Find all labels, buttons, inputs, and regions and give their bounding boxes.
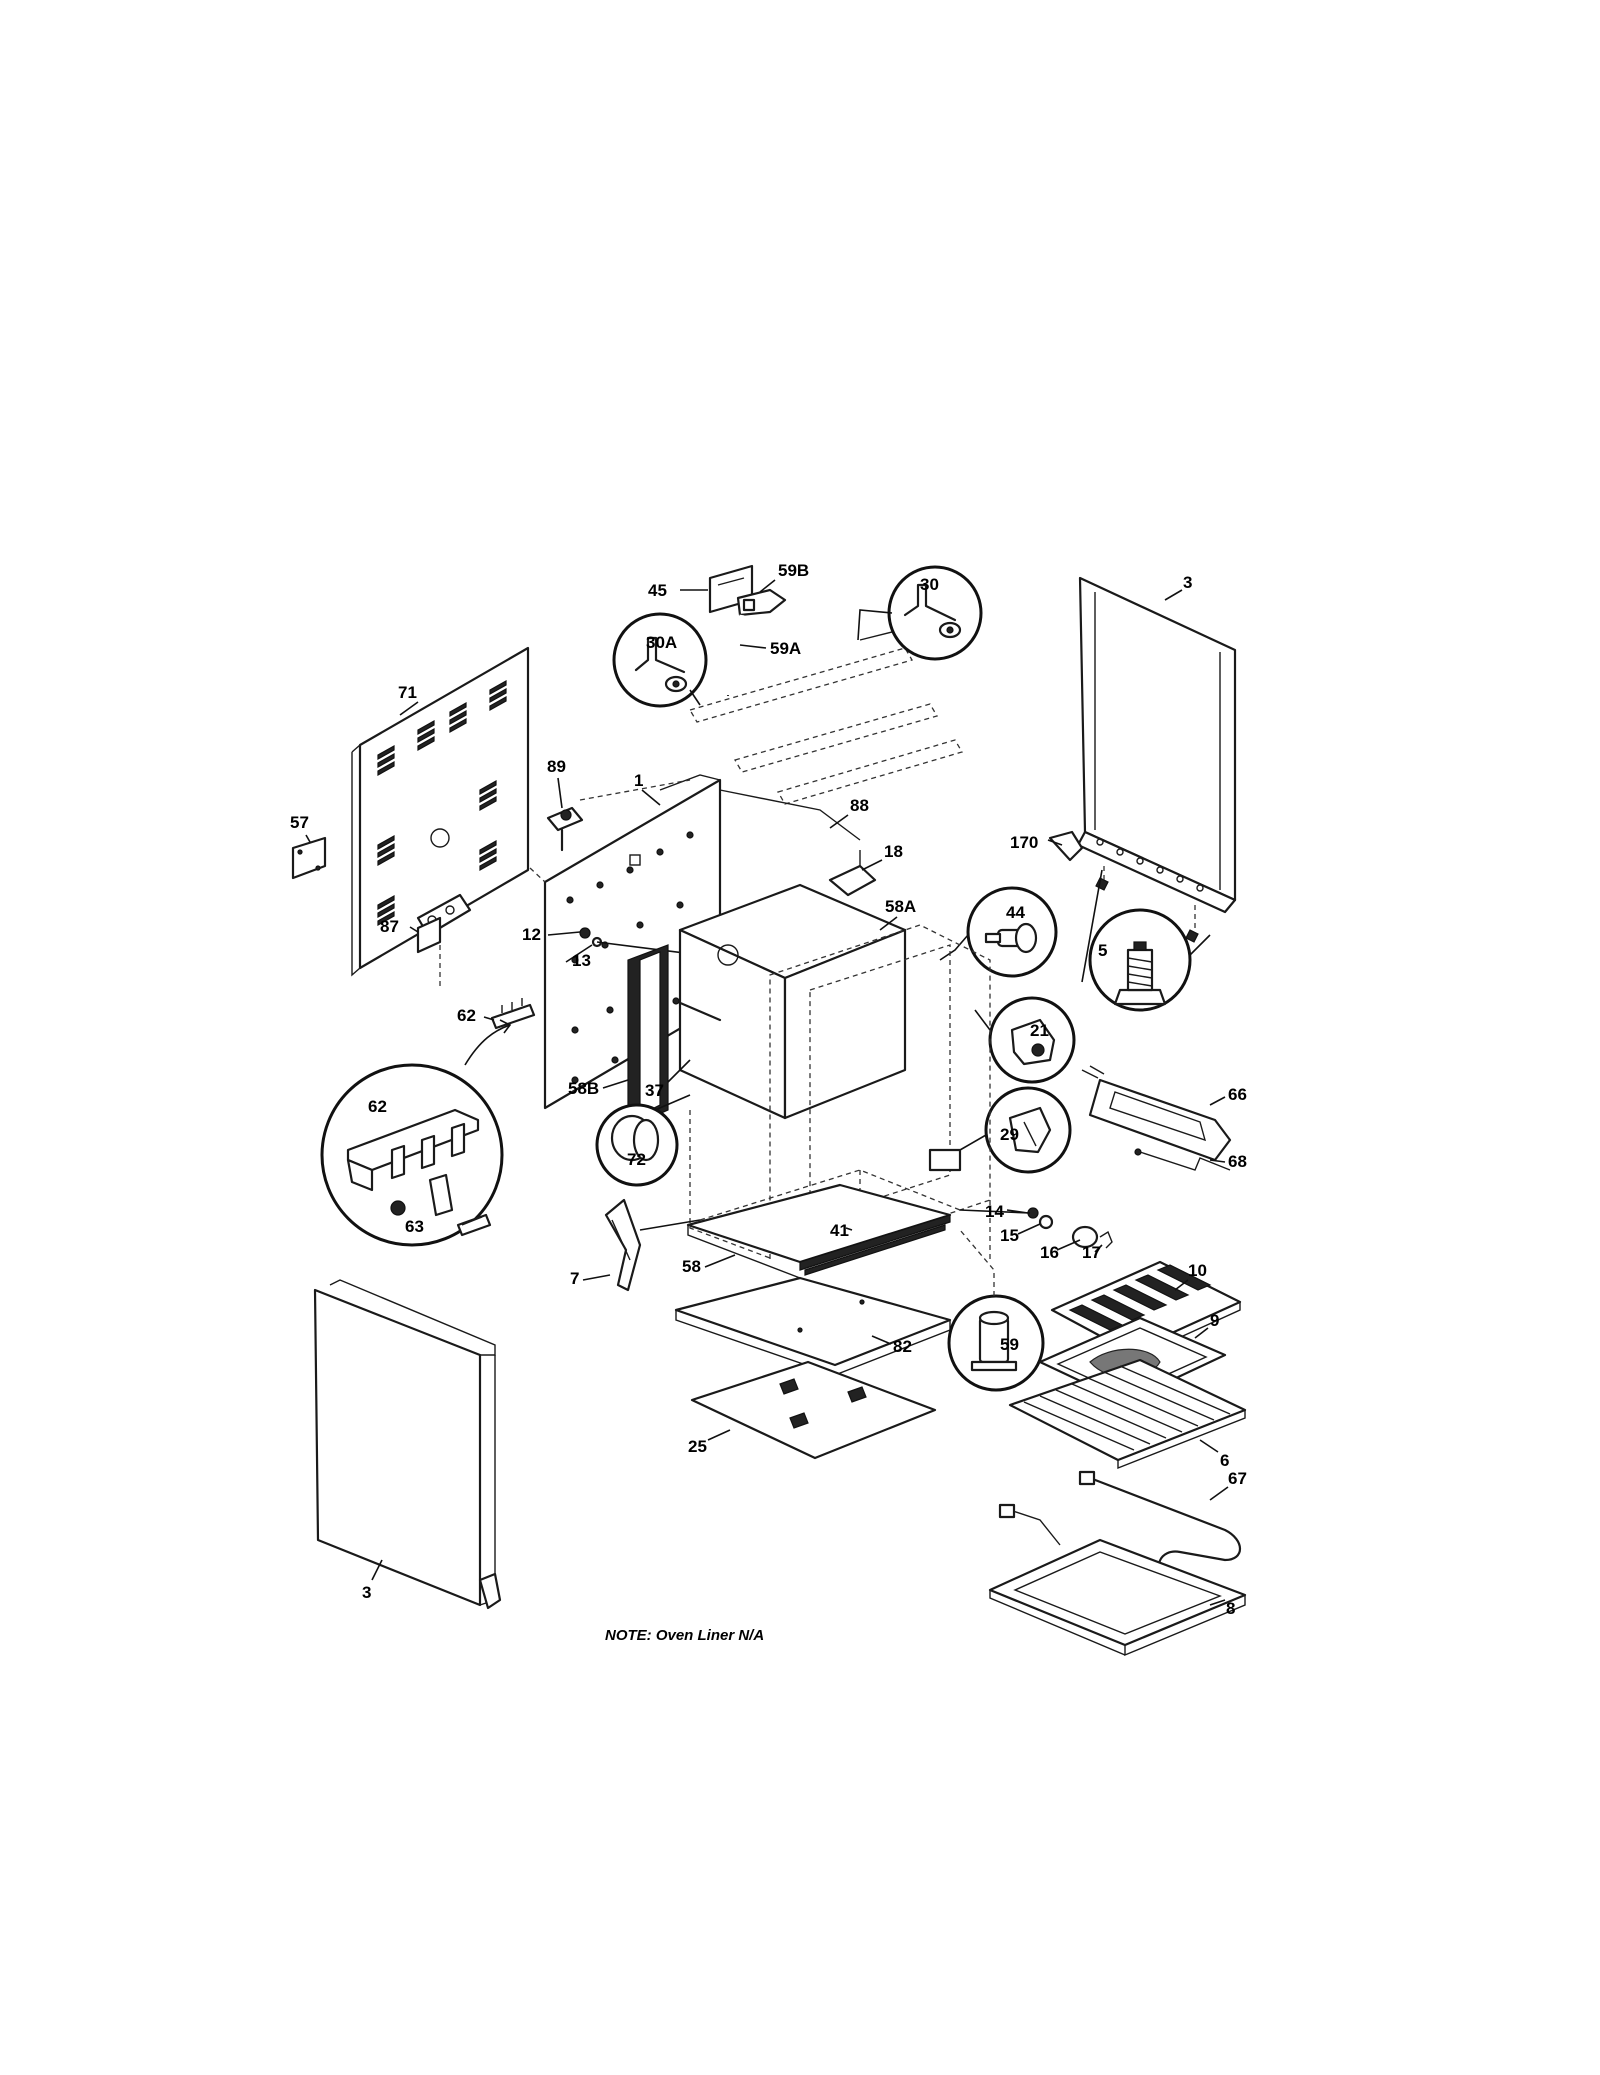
label-59B: 59B — [778, 561, 809, 580]
label-71: 71 — [398, 683, 417, 702]
label-88: 88 — [850, 796, 869, 815]
label-41: 41 — [830, 1221, 849, 1240]
part-58-base — [686, 1183, 952, 1279]
label-44: 44 — [1006, 903, 1025, 922]
label-16: 16 — [1040, 1243, 1059, 1262]
label-58A: 58A — [885, 897, 916, 916]
label-15: 15 — [1000, 1226, 1019, 1245]
label-58B: 58B — [568, 1079, 599, 1098]
label-59: 59 — [1000, 1335, 1019, 1354]
label-29: 29 — [1000, 1125, 1019, 1144]
label-21: 21 — [1030, 1021, 1049, 1040]
callout-44 — [939, 886, 1058, 978]
label-9: 9 — [1210, 1311, 1219, 1330]
part-87-bracket — [416, 916, 442, 990]
label-68: 68 — [1228, 1152, 1247, 1171]
label-13: 13 — [572, 951, 591, 970]
label-14: 14 — [985, 1202, 1004, 1221]
part-3-side-panel-right — [1076, 576, 1237, 914]
label-12: 12 — [522, 925, 541, 944]
label-10: 10 — [1188, 1261, 1207, 1280]
part-68-wire — [1134, 1148, 1231, 1171]
label-72: 72 — [627, 1150, 646, 1169]
part-7-hinge — [604, 1198, 701, 1292]
callout-30A — [612, 612, 708, 708]
label-3-bottom: 3 — [362, 1583, 371, 1602]
part-37-wire — [672, 997, 722, 1022]
label-62-callout: 62 — [368, 1097, 387, 1116]
label-66: 66 — [1228, 1085, 1247, 1104]
part-88-wire — [719, 789, 861, 841]
part-14-17-lamp — [959, 1207, 1113, 1249]
label-30A: 30A — [646, 633, 677, 652]
label-30: 30 — [920, 575, 939, 594]
label-82: 82 — [893, 1337, 912, 1356]
rack-wires — [1023, 1365, 1231, 1451]
part-18-bracket — [828, 850, 877, 897]
label-59A: 59A — [770, 639, 801, 658]
part-8-bake-tray — [988, 1538, 1247, 1657]
part-170-bracket — [1048, 830, 1084, 862]
part-10-broil-grid — [1050, 1260, 1242, 1362]
label-58: 58 — [682, 1257, 701, 1276]
label-6: 6 — [1220, 1451, 1229, 1470]
label-45: 45 — [648, 581, 667, 600]
vent-slots — [377, 679, 507, 927]
part-89-bracket — [546, 806, 584, 852]
label-89: 89 — [547, 757, 566, 776]
label-7: 7 — [570, 1269, 579, 1288]
label-63: 63 — [405, 1217, 424, 1236]
label-62: 62 — [457, 1006, 476, 1025]
part-25-drawer-bottom — [690, 1360, 937, 1460]
part-58A-oven-liner — [678, 883, 907, 1120]
label-3-top: 3 — [1183, 573, 1192, 592]
callout-29 — [959, 1086, 1072, 1174]
part-62-terminal-block — [490, 998, 536, 1030]
label-57: 57 — [290, 813, 309, 832]
part-3-side-panel-left — [313, 1279, 502, 1610]
part-57-plate — [291, 836, 327, 880]
label-67: 67 — [1228, 1469, 1247, 1488]
part-59A-tube — [725, 613, 745, 697]
label-87: 87 — [380, 917, 399, 936]
panel-holes — [1096, 838, 1204, 892]
callout-5 — [1081, 869, 1211, 1012]
part-labels: 45 59B 30 30A 59A 3 71 57 89 1 88 18 170… — [290, 561, 1247, 1618]
part-82-bottom-plate — [674, 1276, 952, 1376]
grid-slots — [1068, 1264, 1212, 1331]
callout-62 — [320, 1019, 512, 1247]
part-58B-insulation — [627, 944, 669, 1129]
callout-59 — [947, 1229, 1045, 1392]
leader-lines — [305, 579, 1229, 1606]
label-8: 8 — [1226, 1599, 1235, 1618]
note-oven-liner: NOTE: Oven Liner N/A — [605, 1627, 764, 1644]
part-66-element — [1081, 1065, 1232, 1162]
label-170: 170 — [1010, 833, 1038, 852]
part-59B-fitting — [736, 588, 787, 617]
label-25: 25 — [688, 1437, 707, 1456]
label-37: 37 — [645, 1081, 664, 1100]
label-18: 18 — [884, 842, 903, 861]
label-17: 17 — [1082, 1243, 1101, 1262]
label-1: 1 — [634, 771, 643, 790]
callout-30 — [857, 565, 983, 661]
part-6-oven-rack — [1008, 1358, 1247, 1470]
label-5: 5 — [1098, 941, 1107, 960]
callout-72 — [595, 1094, 691, 1187]
